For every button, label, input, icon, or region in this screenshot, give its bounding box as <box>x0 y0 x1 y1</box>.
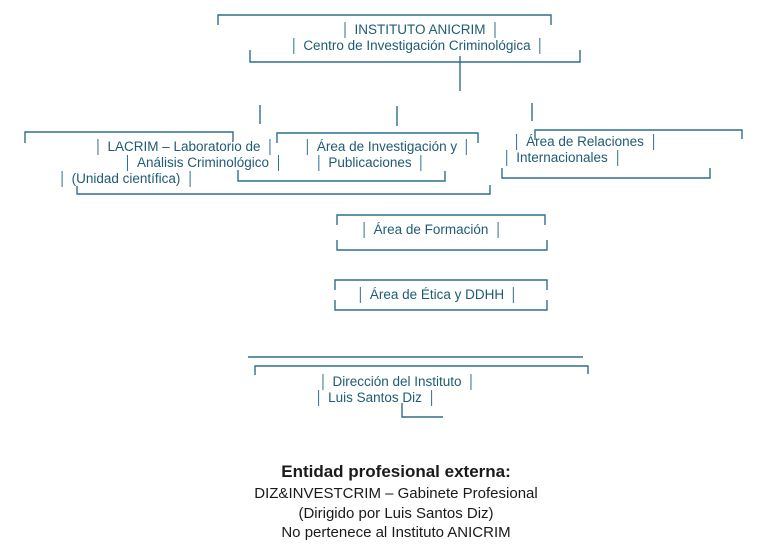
node-etica-brackets <box>334 279 548 311</box>
node-formacion-line: Área de Formación <box>363 222 499 238</box>
node-instituto-line: Centro de Investigación Criminológica <box>293 38 541 54</box>
node-direccion-line: Dirección del Instituto <box>322 374 472 390</box>
node-lacrim-brackets <box>24 131 491 195</box>
external-entity-title: Entidad profesional externa: <box>281 462 511 481</box>
node-etica-line: Área de Ética y DDHH <box>359 287 515 303</box>
node-lacrim-line: LACRIM – Laboratorio de <box>97 139 271 155</box>
external-entity-line: (Dirigido por Luis Santos Diz) <box>298 504 494 522</box>
external-entity-note: Entidad profesional externa: DIZ&INVESTC… <box>254 461 537 543</box>
node-instituto-line: INSTITUTO ANICRIM <box>344 22 496 38</box>
node-formacion-brackets <box>336 214 548 251</box>
node-instituto-brackets <box>217 14 581 63</box>
node-lacrim-line: (Unidad científica) <box>61 171 191 187</box>
node-investigacion-brackets <box>237 132 479 182</box>
node-direccion-line: Luis Santos Diz <box>318 390 432 406</box>
connector-row2-ticks <box>259 103 533 126</box>
connector-direccion-down <box>401 403 443 418</box>
external-entity-line: DIZ&INVESTCRIM – Gabinete Profesional <box>254 485 538 502</box>
node-investigacion-line: Publicaciones <box>318 155 422 171</box>
node-relaciones-line: Área de Relaciones <box>516 134 654 150</box>
node-relaciones-brackets <box>501 129 743 179</box>
node-relaciones-line: Internacionales <box>506 150 618 166</box>
external-entity-line: No pertenece al Instituto ANICRIM <box>281 524 511 541</box>
node-direccion-brackets <box>248 356 589 375</box>
node-lacrim-line: Análisis Criminológico <box>126 155 280 171</box>
node-investigacion-line: Área de Investigación y <box>306 139 468 155</box>
